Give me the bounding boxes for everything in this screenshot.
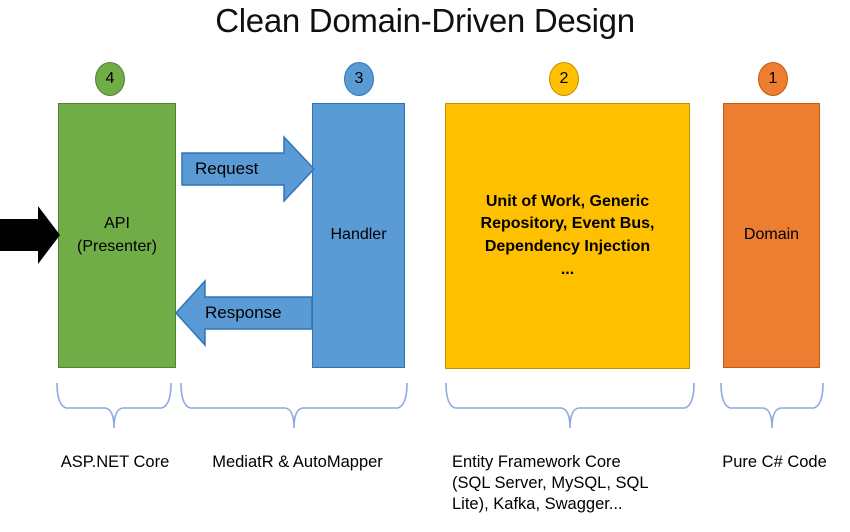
caption-mediatr-automapper-line-1: MediatR & AutoMapper <box>212 453 383 471</box>
layer-box-infrastructure-line-2: Repository, Event Bus, <box>480 215 655 233</box>
page-title: Clean Domain-Driven Design <box>215 2 635 39</box>
caption-entity-framework-core-line-2: (SQL Server, MySQL, SQL <box>452 474 649 493</box>
layer-box-domain-line-1: Domain <box>743 226 800 244</box>
layer-badge-4: 4 <box>95 62 125 96</box>
layer-badge-3-label: 3 <box>354 70 364 87</box>
brace-mediatr-automapper <box>180 382 408 429</box>
caption-asp-net-core-line-1: ASP.NET Core <box>60 453 170 471</box>
layer-badge-2: 2 <box>549 62 579 96</box>
caption-asp-net-core: ASP.NET Core <box>30 452 200 473</box>
caption-entity-framework-core-line-1: Entity Framework Core <box>452 453 621 471</box>
brace-pure-csharp-code <box>720 382 824 429</box>
layer-box-infrastructure-line-1: Unit of Work, Generic <box>485 192 650 210</box>
layer-box-api-line-2: (Presenter) <box>76 237 158 255</box>
layer-box-handler: Handler <box>312 103 405 368</box>
layer-box-api: API (Presenter) <box>58 103 176 368</box>
brace-entity-framework-core <box>445 382 695 429</box>
layer-badge-3: 3 <box>344 62 374 96</box>
caption-entity-framework-core-line-3: Lite), Kafka, Swagger... <box>452 495 623 514</box>
incoming-request-arrow <box>0 206 60 264</box>
response-arrow-label: Response <box>205 303 282 322</box>
layer-box-handler-line-1: Handler <box>330 226 387 244</box>
layer-badge-1: 1 <box>758 62 788 96</box>
layer-box-domain: Domain <box>723 103 820 368</box>
layer-badge-1-label: 1 <box>768 70 778 87</box>
caption-pure-csharp-code: Pure C# Code <box>712 452 837 473</box>
brace-asp-net-core <box>56 382 172 429</box>
layer-box-infrastructure: Unit of Work, Generic Repository, Event … <box>445 103 690 369</box>
caption-pure-csharp-code-line-1: Pure C# Code <box>722 453 827 471</box>
request-arrow-label: Request <box>195 159 259 178</box>
caption-entity-framework-core: Entity Framework Core (SQL Server, MySQL… <box>452 452 702 515</box>
layer-box-api-line-1: API <box>104 214 130 232</box>
layer-badge-2-label: 2 <box>559 70 569 87</box>
layer-box-infrastructure-line-3: Dependency Injection <box>484 238 651 255</box>
layer-badge-4-label: 4 <box>105 70 115 87</box>
layer-box-infrastructure-line-4: ... <box>560 260 575 278</box>
caption-mediatr-automapper: MediatR & AutoMapper <box>185 452 410 473</box>
